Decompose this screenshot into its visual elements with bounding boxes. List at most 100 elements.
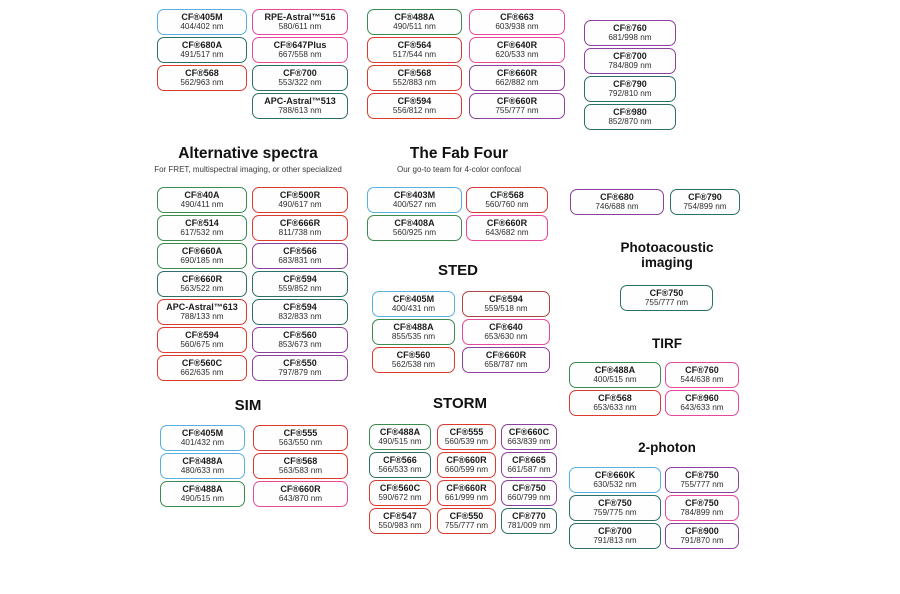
dye-wavelengths: 517/544 nm bbox=[392, 50, 437, 60]
dye-wavelengths: 550/983 nm bbox=[378, 521, 422, 531]
section-storm: STORM bbox=[360, 395, 560, 412]
dye-wavelengths: 563/522 nm bbox=[180, 284, 224, 294]
dye-wavelengths: 792/810 nm bbox=[608, 89, 652, 99]
dye-name: CF®660R bbox=[486, 217, 528, 228]
dye-wavelengths: 400/527 nm bbox=[392, 200, 437, 210]
dye-wavelengths: 667/558 nm bbox=[278, 50, 322, 60]
dye-name: CF®566 bbox=[383, 454, 417, 465]
dye-name: CF®405M bbox=[392, 293, 435, 304]
dye-name: CF®647Plus bbox=[273, 39, 327, 50]
dye-name: CF®568 bbox=[490, 189, 524, 200]
dye-name: CF®680 bbox=[600, 191, 634, 202]
section-photoacoustic: Photoacoustic imaging bbox=[601, 240, 733, 270]
dye-name: CF®568 bbox=[185, 67, 219, 78]
dye-name: CF®660R bbox=[280, 483, 321, 494]
dye-name: CF®750 bbox=[685, 469, 719, 480]
dye-wavelengths: 662/882 nm bbox=[495, 78, 539, 88]
section-title: TIRF bbox=[652, 336, 682, 351]
dye-name: APC-Astral™613 bbox=[166, 301, 238, 312]
dye-name: RPE-Astral™516 bbox=[264, 11, 336, 22]
dye-wavelengths: 404/402 nm bbox=[180, 22, 224, 32]
dye-wavelengths: 490/515 nm bbox=[180, 494, 225, 504]
section-subtitle: For FRET, multispectral imaging, or othe… bbox=[154, 164, 342, 174]
dye-name: CF®560 bbox=[396, 349, 431, 360]
dye-name: CF®660R bbox=[496, 67, 538, 78]
dye-name: CF®790 bbox=[613, 78, 647, 89]
dye-wavelengths: 559/518 nm bbox=[484, 304, 528, 314]
dye-name: CF®666R bbox=[279, 217, 321, 228]
dye-name: CF®405M bbox=[181, 427, 224, 438]
section-two-photon: 2-photon bbox=[601, 440, 733, 456]
dye-wavelengths: 563/583 nm bbox=[278, 466, 323, 476]
dye-name: CF®594 bbox=[397, 95, 432, 106]
dye-name: CF®594 bbox=[283, 301, 317, 312]
dye-wavelengths: 643/682 nm bbox=[485, 228, 529, 238]
dye-wavelengths: 620/533 nm bbox=[495, 50, 539, 60]
section-title: Photoacoustic imaging bbox=[620, 240, 714, 270]
dye-wavelengths: 791/813 nm bbox=[593, 536, 637, 546]
dye-name: CF®594 bbox=[283, 273, 317, 284]
section-title: The Fab Four bbox=[409, 145, 509, 162]
dye-wavelengths: 755/777 nm bbox=[644, 298, 689, 308]
dye-name: CF®555 bbox=[449, 426, 484, 437]
dye-name: CF®488A bbox=[182, 483, 223, 494]
dye-name: CF®760 bbox=[613, 22, 647, 33]
dye-name: CF®660R bbox=[446, 482, 487, 493]
dye-wavelengths: 563/550 nm bbox=[278, 438, 323, 448]
dye-name: CF®488A bbox=[182, 455, 223, 466]
dye-wavelengths: 690/185 nm bbox=[180, 256, 224, 266]
dye-name: APC-Astral™513 bbox=[264, 95, 336, 106]
dye-wavelengths: 560/760 nm bbox=[485, 200, 529, 210]
dye-name: CF®555 bbox=[283, 427, 318, 438]
dye-wavelengths: 480/633 nm bbox=[180, 466, 225, 476]
dye-wavelengths: 660/799 nm bbox=[507, 493, 551, 503]
